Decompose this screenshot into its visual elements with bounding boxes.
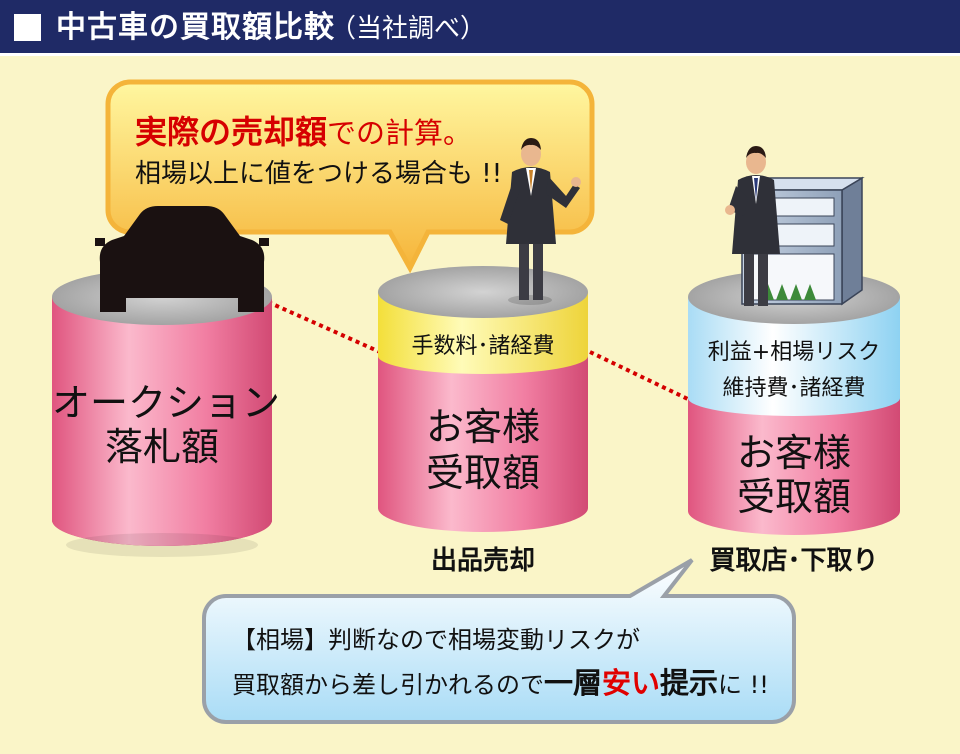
header-note: （当社調べ） <box>330 14 487 44</box>
businessman-icon <box>500 138 581 305</box>
emphasis-offer: 提示 <box>660 666 719 700</box>
dealer-label-line1: お客様 <box>736 431 851 475</box>
connector-left <box>267 300 381 354</box>
callout-bottom-bubble <box>202 558 796 724</box>
callout-top-text: 実際の売却額での計算。 相場以上に値をつける場合も !! <box>135 112 502 195</box>
callout-bottom-line2: 買取額から差し引かれるので一層安い提示に !! <box>232 660 769 708</box>
emphasis-cheap: 安い <box>602 666 661 700</box>
dealer-man-icon <box>725 146 780 306</box>
header-bar: 中古車の買取額比較 （当社調べ） <box>0 0 960 56</box>
car-icon <box>95 206 269 312</box>
callout-bottom-text: 【相場】判断なので相場変動リスクが 買取額から差し引かれるので一層安い提示に !… <box>232 620 769 708</box>
dealer-caption: 買取店･下取り <box>709 546 879 576</box>
header-square-icon <box>14 14 41 41</box>
callout-bottom-suffix: に !! <box>718 671 769 699</box>
callout-top-line1-rest: での計算。 <box>327 116 473 150</box>
auction-label-line1: オークション <box>52 381 281 425</box>
dealer-label-line2: 受取額 <box>736 475 851 519</box>
connector-right <box>589 350 695 404</box>
cylinder-dealer <box>688 270 900 535</box>
listing-fee-band: 手数料･諸経費 <box>411 334 555 359</box>
actual-sale-highlight: 実際の売却額 <box>135 113 328 151</box>
emphasis-further: 一層 <box>544 666 603 700</box>
header-title: 中古車の買取額比較 <box>56 10 335 45</box>
listing-caption: 出品売却 <box>430 546 535 576</box>
callout-top-line2: 相場以上に値をつける場合も !! <box>135 159 503 189</box>
dealer-band-line2: 維持費･諸経費 <box>722 376 866 401</box>
callout-top-line1: 実際の売却額での計算。 <box>135 112 502 153</box>
callout-bottom-line1: 【相場】判断なので相場変動リスクが <box>232 626 640 654</box>
auction-label-line2: 落札額 <box>104 425 219 469</box>
dealer-band-line1: 利益+相場リスク <box>707 340 881 365</box>
listing-label-line1: お客様 <box>425 405 540 449</box>
cylinder-listing <box>378 266 588 532</box>
listing-label-line2: 受取額 <box>425 451 540 495</box>
callout-bottom-prefix: 買取額から差し引かれるので <box>232 671 544 699</box>
